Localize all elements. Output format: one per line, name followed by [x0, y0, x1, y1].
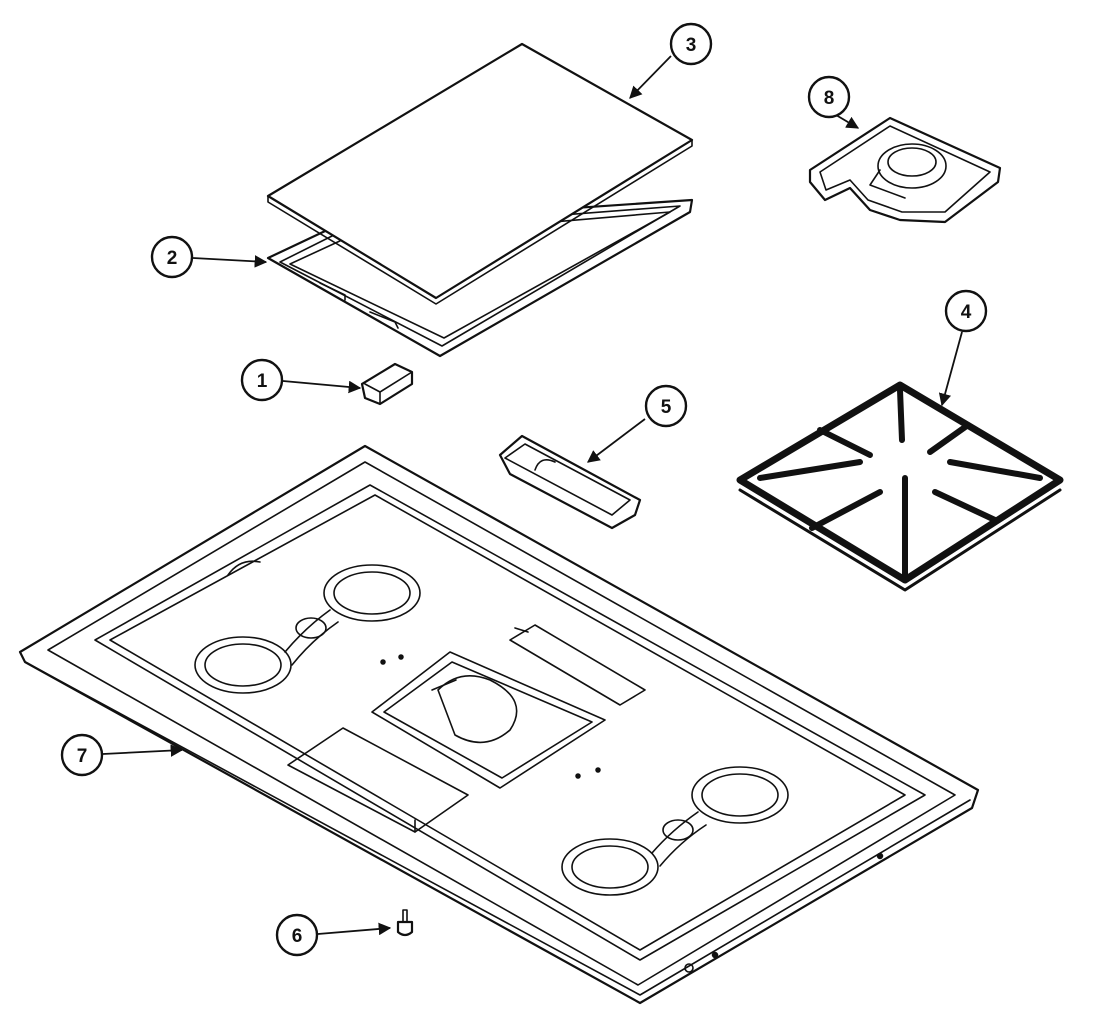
burner-grate-part-4 — [736, 381, 1064, 592]
burner-pan-part-8 — [808, 116, 1002, 224]
callout-6-label: 6 — [292, 926, 303, 947]
callout-8-label: 8 — [824, 88, 835, 109]
screw-part-6 — [396, 909, 414, 937]
leader-lines — [102, 55, 963, 936]
callout-2-label: 2 — [167, 248, 178, 269]
leader-7 — [102, 744, 184, 757]
griddle-cover-part-3 — [266, 42, 694, 305]
leader-6 — [317, 922, 392, 936]
callout-4-label: 4 — [961, 302, 972, 323]
callout-3-label: 3 — [686, 35, 697, 56]
cooktop-top-part-7 — [18, 444, 980, 1005]
callout-1-label: 1 — [257, 371, 268, 392]
callout-5-label: 5 — [661, 397, 672, 418]
callout-6: 6 — [275, 913, 319, 957]
callout-4: 4 — [944, 289, 988, 333]
callout-8: 8 — [807, 75, 851, 119]
callout-3: 3 — [669, 22, 713, 66]
callout-2: 2 — [150, 235, 194, 279]
callout-1: 1 — [240, 358, 284, 402]
leader-8 — [835, 114, 860, 129]
callout-5: 5 — [644, 384, 688, 428]
leader-2 — [192, 255, 268, 268]
clip-part-1 — [360, 362, 414, 406]
leader-4 — [938, 331, 963, 407]
leader-5 — [586, 418, 646, 463]
leader-1 — [282, 380, 362, 394]
callout-7: 7 — [60, 733, 104, 777]
drip-tray-part-5 — [498, 434, 642, 530]
leader-3 — [629, 55, 672, 99]
callout-7-label: 7 — [77, 746, 88, 767]
